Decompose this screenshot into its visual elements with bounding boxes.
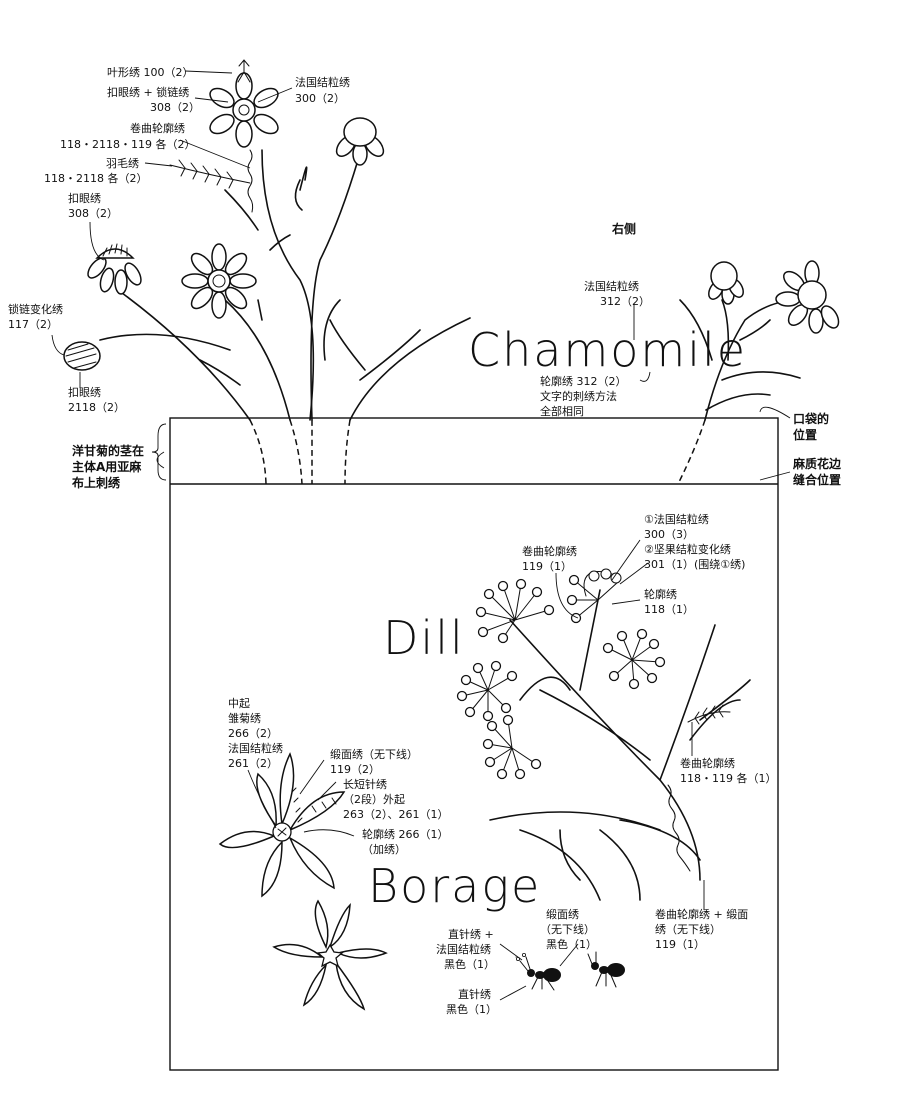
label-outline-text-3: 全部相同 <box>540 404 584 418</box>
label-dill-french-knot-code: 300（3） <box>644 528 694 541</box>
body-panel-outline <box>169 417 779 1071</box>
label-ant-satin-2: （无下线） <box>540 922 595 936</box>
label-french-knot-2-code: 312（2） <box>600 295 650 308</box>
label-dill-whipped-satin-1: 卷曲轮廓绣 + 缎面 <box>655 907 748 921</box>
label-lace-1: 麻质花边 <box>792 456 842 471</box>
label-french-knot-2: 法国结粒绣 <box>584 279 639 293</box>
label-pocket-2: 位置 <box>793 427 817 442</box>
label-buttonhole-1-code: 308（2） <box>68 207 118 220</box>
dill-stems <box>489 589 751 901</box>
label-dill-whipped-outline-2-code: 118・119 各（1） <box>680 771 777 785</box>
label-chain-variation-1: 锁链变化绣 <box>8 302 63 316</box>
feather-stitch-leaf <box>169 159 251 189</box>
chamomile-right-stems <box>679 299 801 421</box>
label-ant-satin-3: 黑色（1） <box>546 937 597 951</box>
label-dill-whipped-outline-1-code: 119（1） <box>522 560 572 573</box>
chamomile-stems-dashed <box>249 419 706 485</box>
title-dill: Dill <box>383 611 465 665</box>
label-buttonhole-chain-1: 扣眼绣 + 锁链绣 <box>107 85 189 99</box>
chamomile-stems <box>99 149 471 421</box>
label-ant-straight-french-3: 黑色（1） <box>444 957 495 971</box>
label-leaf-stitch: 叶形绣 100（2） <box>107 66 194 79</box>
label-borage-long-short-1: 长短针绣 <box>343 777 387 791</box>
stem-note-brace <box>151 423 167 481</box>
label-feather-2: 118・2118 各（2） <box>44 171 148 185</box>
dill-umbel-2 <box>566 568 622 624</box>
label-dill-french-knot: ①法国结粒绣 <box>644 512 709 526</box>
chamomile-bud-top-right <box>335 117 385 166</box>
label-borage-outline-2: （加绣） <box>362 843 406 856</box>
label-ant-satin-1: 缎面绣 <box>546 907 579 921</box>
label-whipped-outline-2: 118・2118・119 各（2） <box>60 137 195 151</box>
dill-whipped-stem <box>667 784 691 872</box>
dill-feather-leaf <box>687 704 731 725</box>
label-borage-long-short-2: （2段）外起 <box>343 792 405 806</box>
chamomile-flower-top <box>209 59 279 148</box>
label-borage-center-5: 261（2） <box>228 757 278 770</box>
label-ant-straight-2: 黑色（1） <box>446 1002 497 1016</box>
title-chamomile: Chamomile <box>468 323 747 377</box>
label-borage-satin-1: 缎面绣（无下线） <box>330 747 418 761</box>
label-stem-note-3: 布上刺绣 <box>72 475 121 490</box>
label-dill-whipped-satin-3: 119（1） <box>655 938 705 951</box>
label-chain-variation-2: 117（2） <box>8 318 58 331</box>
chamomile-flower-right <box>775 260 840 334</box>
ant-left <box>515 952 561 991</box>
label-ant-straight-1: 直针绣 <box>458 987 491 1001</box>
whipped-outline-stem <box>247 149 254 213</box>
label-dill-outline-code: 118（1） <box>644 603 694 616</box>
dill-umbel-3 <box>602 628 666 690</box>
label-buttonhole-chain-2: 308（2） <box>150 101 200 114</box>
label-lace-2: 缝合位置 <box>793 472 841 487</box>
label-dill-whipped-outline-2: 卷曲轮廓绣 <box>680 756 735 770</box>
label-borage-satin-2: 119（2） <box>330 763 380 776</box>
label-buttonhole-1: 扣眼绣 <box>68 191 101 205</box>
label-borage-center-3: 266（2） <box>228 727 278 740</box>
label-dill-whipped-outline-1: 卷曲轮廓绣 <box>522 544 577 558</box>
label-borage-center-1: 中起 <box>228 697 250 710</box>
label-stem-note-2: 主体A用亚麻 <box>72 459 142 474</box>
label-whipped-outline-1: 卷曲轮廓绣 <box>130 121 185 135</box>
label-outline-text-1: 轮廓绣 312（2） <box>540 374 627 388</box>
label-stem-note-1: 洋甘菊的茎在 <box>72 443 144 458</box>
label-dill-outline: 轮廓绣 <box>644 587 677 601</box>
borage-flower-2 <box>272 899 388 1011</box>
label-borage-long-short-3: 263（2）、261（1） <box>343 808 449 821</box>
label-borage-center-4: 法国结粒绣 <box>228 741 283 755</box>
label-right-side: 右侧 <box>611 221 636 236</box>
label-buttonhole-2: 扣眼绣 <box>68 385 101 399</box>
chamomile-side-flower-left <box>87 243 142 295</box>
chamomile-bud-right <box>708 261 744 305</box>
label-buttonhole-2-code: 2118（2） <box>68 401 125 414</box>
borage-flower-1 <box>218 752 346 898</box>
dill-umbel-5 <box>482 714 542 780</box>
label-dill-colonial-knot-code: 301（1）(围绕①绣) <box>644 558 745 571</box>
label-pocket-1: 口袋的 <box>793 411 829 426</box>
label-dill-colonial-knot: ②坚果结粒变化绣 <box>644 542 731 556</box>
dill-umbel-4 <box>456 660 518 722</box>
dill-umbel-1 <box>475 578 555 644</box>
label-french-knot-1: 法国结粒绣 <box>295 75 350 89</box>
label-borage-outline-1: 轮廓绣 266（1） <box>362 827 449 841</box>
title-borage: Borage <box>368 859 541 913</box>
label-ant-straight-french-2: 法国结粒绣 <box>436 942 491 956</box>
chain-variation-oval <box>63 341 101 371</box>
label-borage-center-2: 雏菊绣 <box>228 712 261 725</box>
label-french-knot-1-code: 300（2） <box>295 92 345 105</box>
chamomile-daisy-left <box>181 243 257 319</box>
label-outline-text-2: 文字的刺绣方法 <box>540 389 617 403</box>
label-dill-whipped-satin-2: 绣（无下线） <box>655 922 721 936</box>
leader-lines <box>51 70 791 1001</box>
ant-right <box>587 951 625 988</box>
label-ant-straight-french-1: 直针绣 + <box>448 927 494 941</box>
label-feather-1: 羽毛绣 <box>106 157 139 170</box>
